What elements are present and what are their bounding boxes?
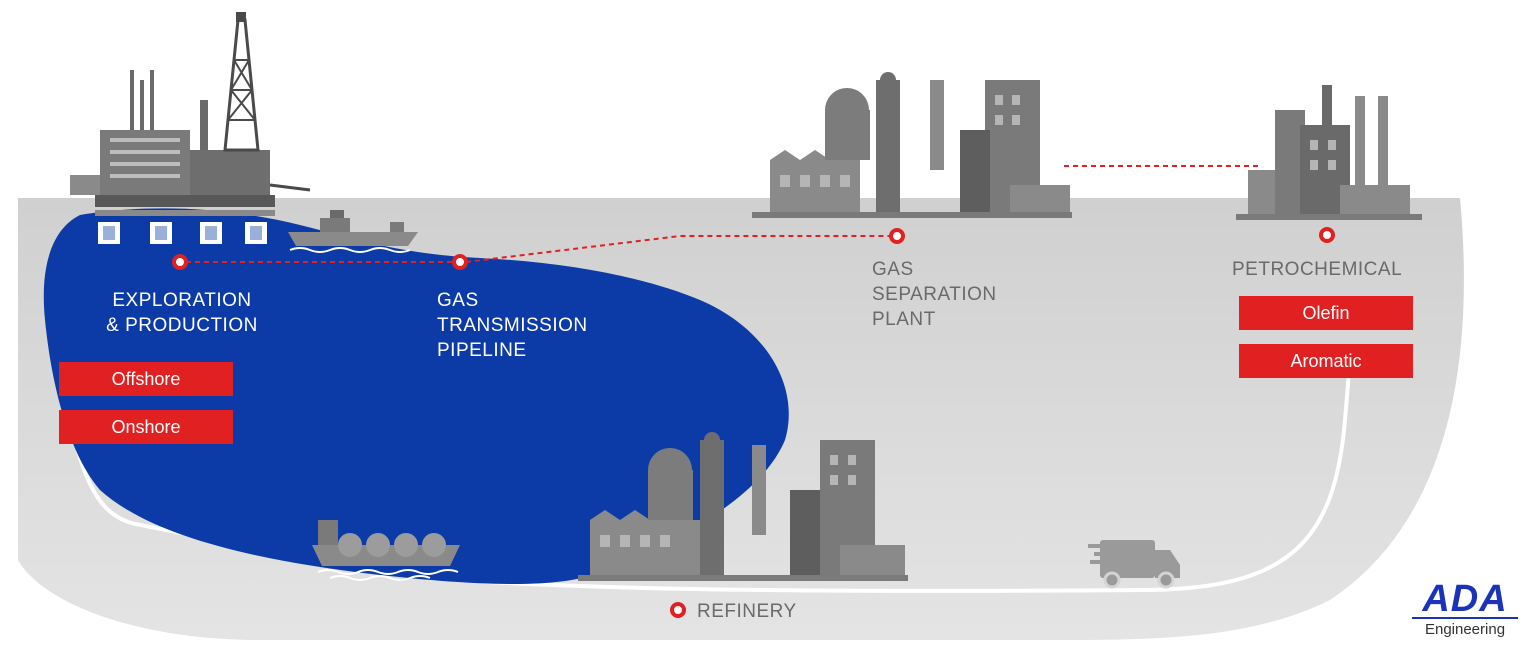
tag-olefin: Olefin	[1239, 296, 1413, 330]
node-pipeline	[452, 254, 468, 270]
node-refinery	[670, 602, 686, 618]
company-logo: ADA Engineering	[1406, 580, 1524, 638]
lng-tanker-icon	[312, 520, 460, 581]
stage-label-exploration: EXPLORATION & PRODUCTION	[106, 290, 258, 336]
offshore-platform-icon	[70, 12, 311, 244]
supply-boat-icon	[288, 210, 418, 253]
route-line	[73, 359, 1352, 593]
gas-plant-icon	[752, 72, 1072, 218]
node-markers	[172, 227, 1335, 618]
logo-name: ADA	[1422, 578, 1508, 620]
tag-onshore: Onshore	[59, 410, 233, 444]
node-gas-separation	[889, 228, 905, 244]
logo-subtitle: Engineering	[1424, 621, 1506, 638]
connector-pipeline-gasplant	[465, 235, 890, 263]
delivery-truck-icon	[1088, 540, 1180, 589]
logo-underline	[1412, 617, 1518, 619]
stage-label-gas-separation: GAS SEPARATION PLANT	[872, 259, 997, 330]
tag-aromatic: Aromatic	[1239, 344, 1413, 378]
tag-offshore: Offshore	[59, 362, 233, 396]
stage-label-refinery: REFINERY	[697, 601, 797, 622]
ocean-area	[43, 208, 789, 585]
stage-label-petrochemical: PETROCHEMICAL	[1232, 259, 1403, 280]
petrochemical-plant-icon	[1236, 85, 1422, 220]
node-petrochemical	[1319, 227, 1335, 243]
refinery-icon	[578, 432, 908, 581]
node-exploration	[172, 254, 188, 270]
stage-label-pipeline: GAS TRANSMISSION PIPELINE	[437, 290, 588, 361]
